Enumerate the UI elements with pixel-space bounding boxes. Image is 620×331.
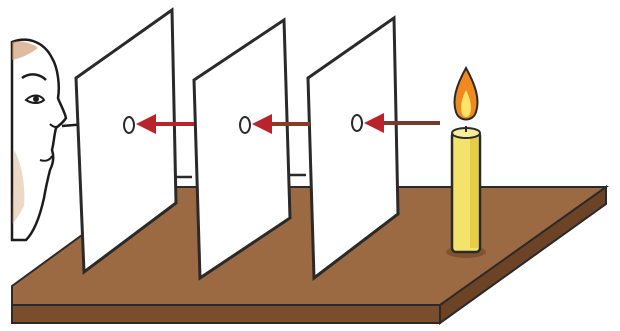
card-2-hole — [240, 117, 250, 133]
face — [12, 40, 86, 240]
pupil-icon — [33, 96, 39, 102]
table-front-edge — [12, 305, 440, 323]
card-3-hole — [352, 115, 362, 131]
candle-shade — [470, 136, 478, 248]
card-1-hole — [124, 117, 134, 133]
candle — [446, 68, 486, 258]
